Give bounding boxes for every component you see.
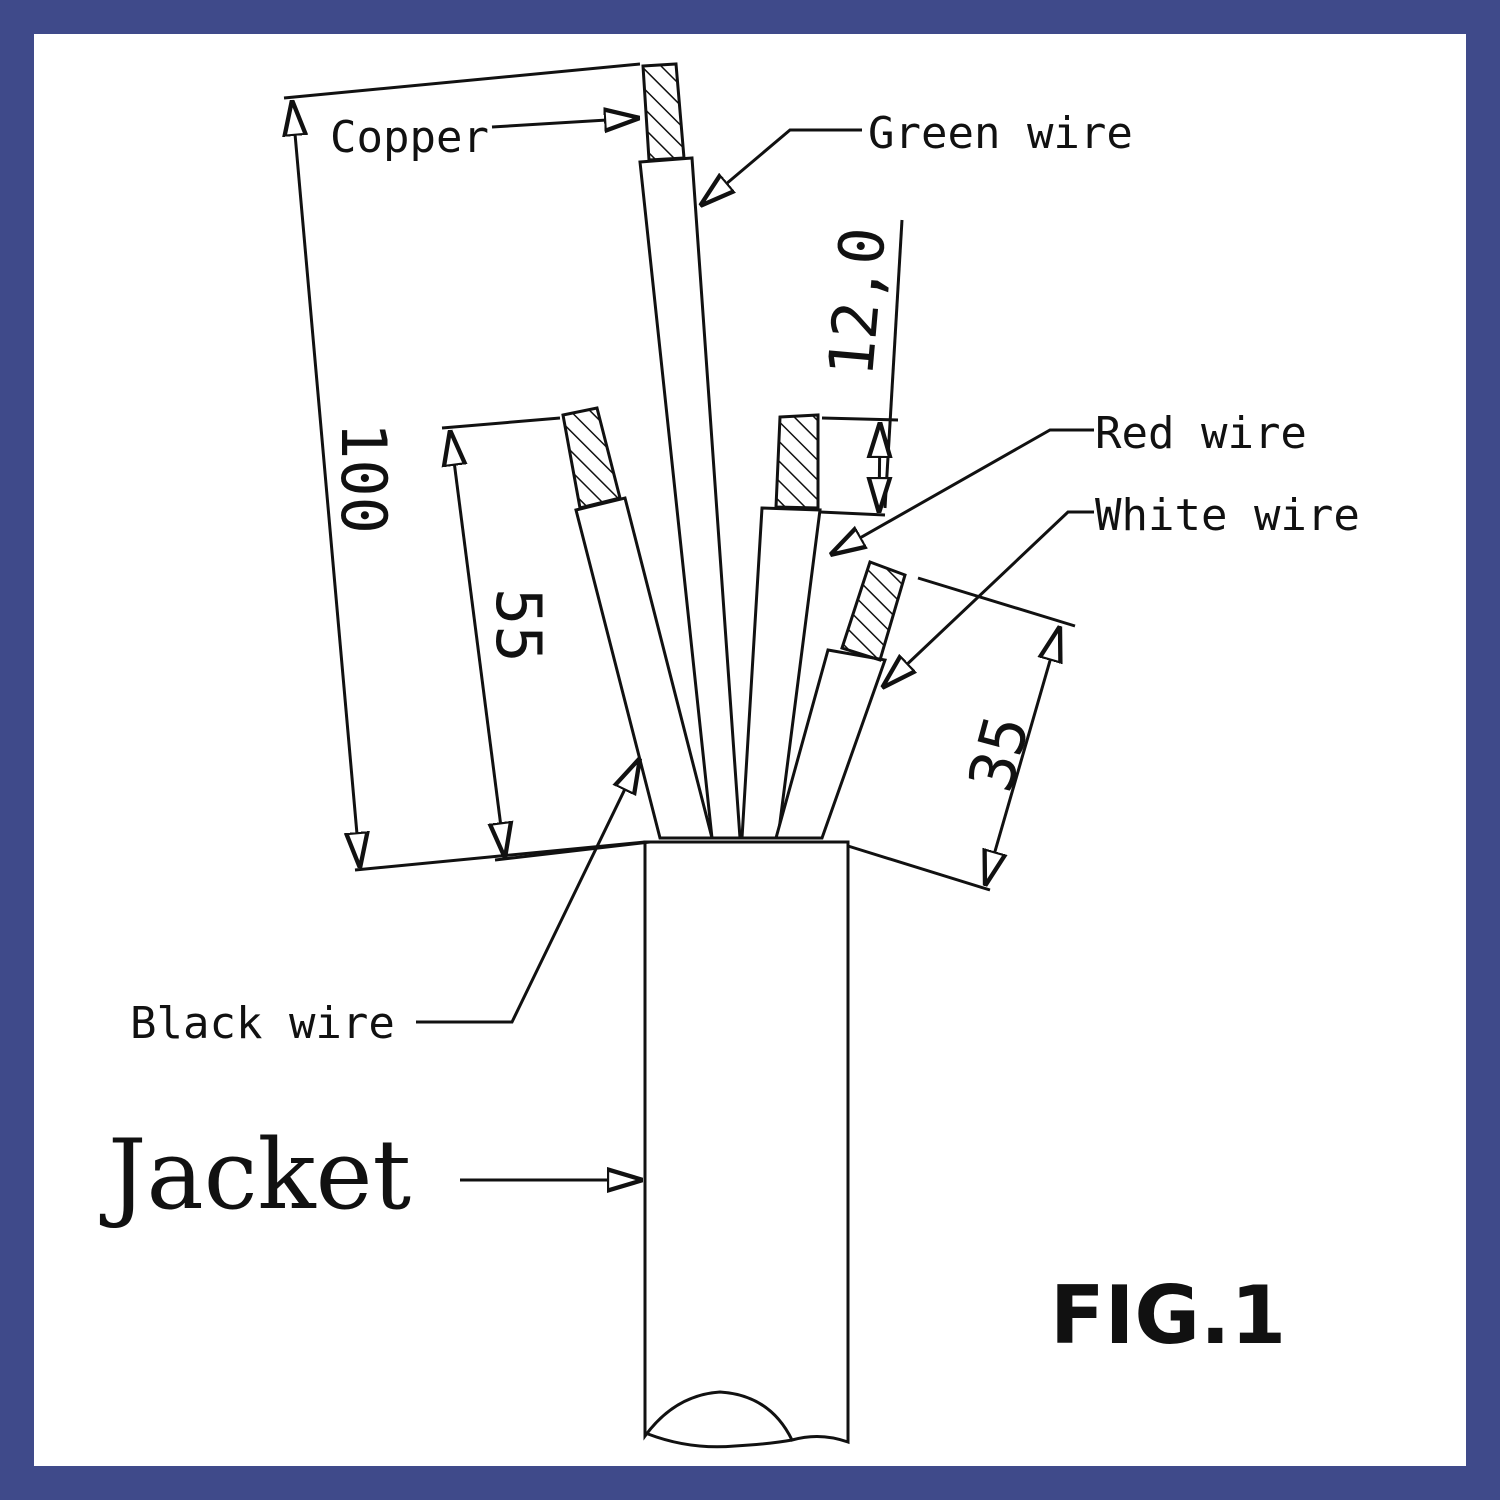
green-wire-label: Green wire	[868, 108, 1133, 159]
black-wire-label: Black wire	[130, 998, 395, 1049]
black-wire-copper	[561, 406, 622, 510]
jacket-label: Jacket	[99, 1119, 411, 1231]
white-wire-copper	[840, 560, 907, 662]
dimension-black	[442, 416, 651, 862]
red-wire-copper	[774, 413, 820, 510]
dimension-strip-value: 12,0	[814, 224, 900, 379]
red-wire-leader	[830, 428, 1094, 555]
dimension-strip	[819, 219, 904, 517]
black-wire-leader	[416, 758, 640, 1024]
copper-leader	[491, 118, 640, 127]
figure-label: FIG.1	[1050, 1269, 1286, 1362]
white-wire-leader	[882, 510, 1094, 688]
dimension-white	[847, 576, 1076, 892]
white-wire	[774, 560, 907, 840]
dimension-total-value: 100	[327, 422, 400, 534]
red-wire-label: Red wire	[1095, 408, 1307, 459]
dimension-white-value: 35	[954, 708, 1044, 799]
dimension-black-value: 55	[482, 588, 555, 663]
green-wire-leader	[700, 128, 862, 206]
green-wire-copper	[641, 62, 686, 162]
white-wire-label: White wire	[1095, 490, 1360, 541]
black-wire	[561, 406, 714, 840]
copper-label: Copper	[330, 112, 489, 163]
green-wire	[638, 62, 742, 840]
jacket-cable	[643, 840, 850, 1449]
